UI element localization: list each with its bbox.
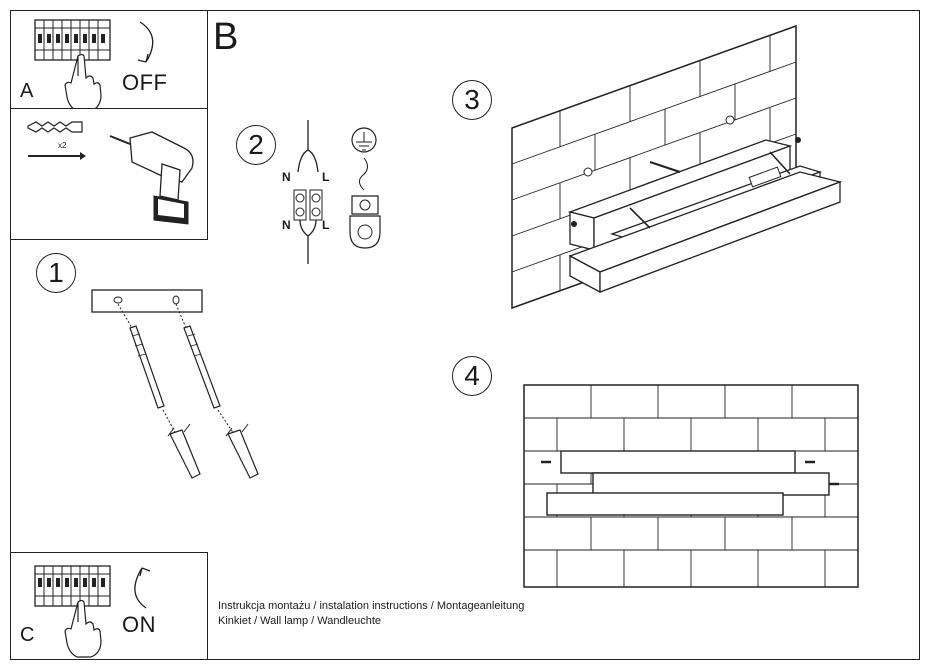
neutral-label-bottom: N: [282, 218, 291, 232]
footer-product-type: Kinkiet / Wall lamp / Wandleuchte: [218, 615, 382, 627]
live-label-bottom: L: [322, 218, 330, 232]
panel-a-state-text: OFF: [122, 70, 168, 95]
panel-c-state-text: ON: [122, 612, 156, 637]
step-2-number: 2: [236, 125, 276, 165]
step-1-number: 1: [36, 253, 76, 293]
step-4-installed-fixture-diagram: [523, 384, 859, 588]
step-3-fixture-mounting-diagram: [511, 24, 843, 310]
footer-instructions-title: Instrukcja montażu / instalation instruc…: [218, 600, 525, 612]
step-2-wiring-diagram: [293, 120, 381, 264]
section-b-letter: B: [213, 16, 239, 58]
tool-count-label: x2: [58, 141, 67, 150]
step-3-number: 3: [452, 80, 492, 120]
live-label-top: L: [322, 170, 330, 184]
circuit-breaker-on-icon: [34, 565, 151, 658]
step-1-drilling-diagram: [91, 289, 259, 479]
panel-a-letter: A: [20, 80, 34, 102]
neutral-label-top: N: [282, 170, 291, 184]
circuit-breaker-off-icon: [34, 19, 154, 112]
panel-c-letter: C: [20, 624, 35, 646]
power-drill-icon: [109, 131, 194, 225]
wall-plug-and-screw-icon: [27, 121, 86, 160]
step-4-number: 4: [452, 356, 492, 396]
outer-frame: [10, 10, 920, 660]
